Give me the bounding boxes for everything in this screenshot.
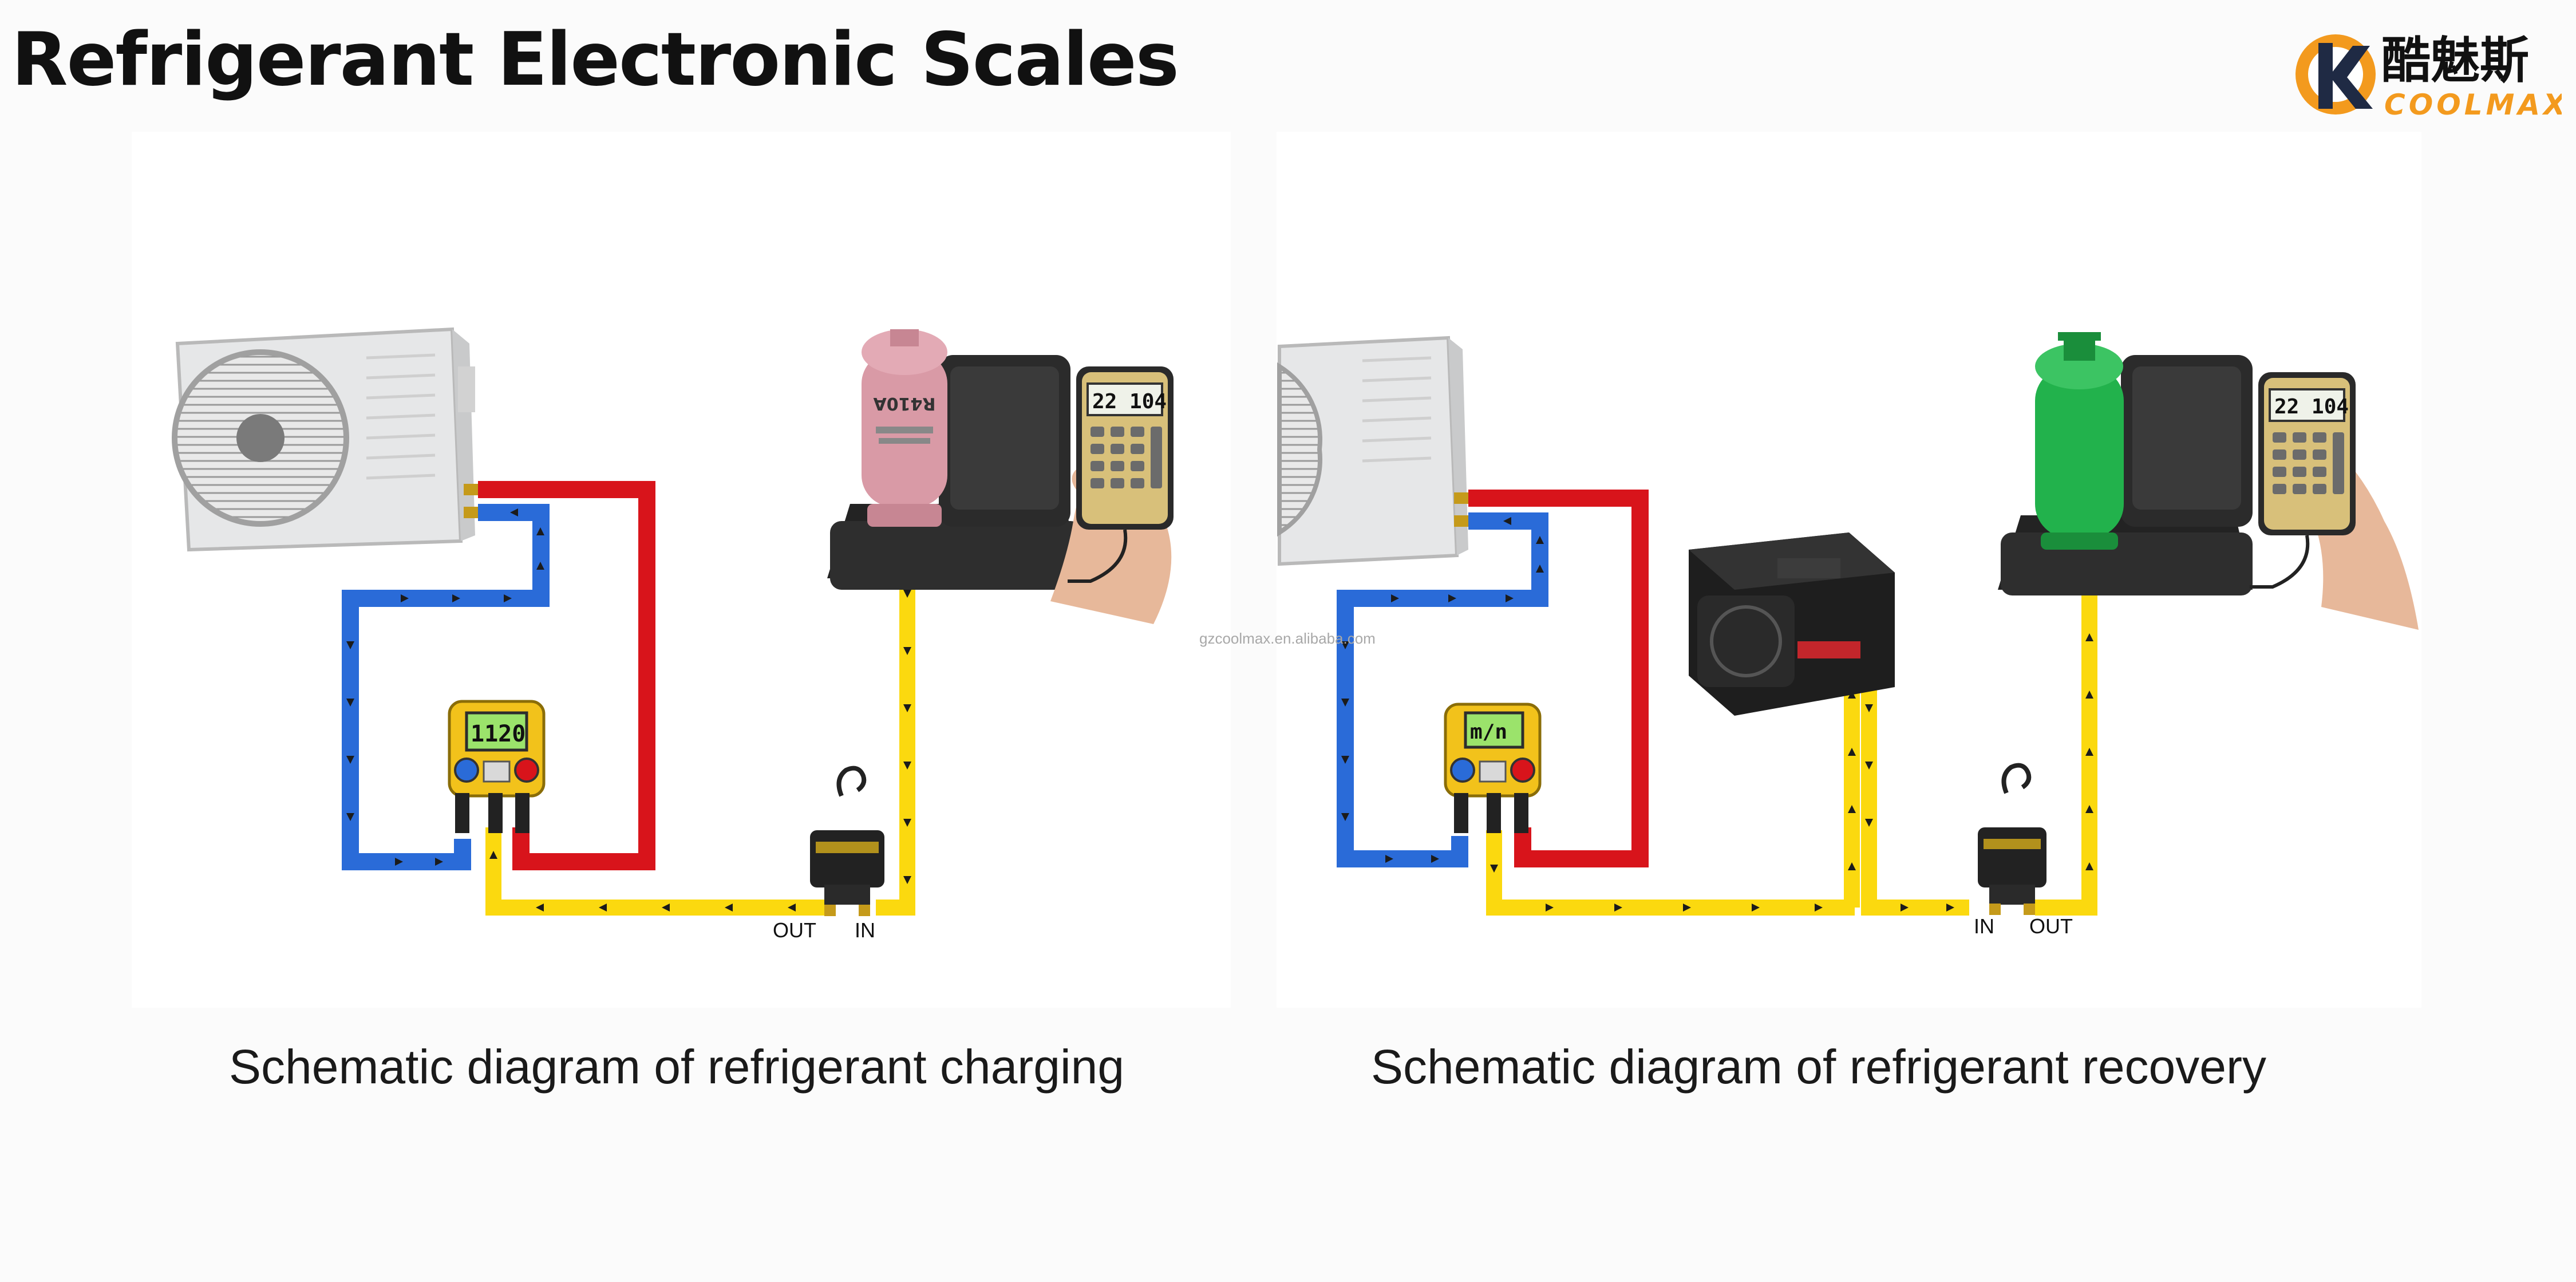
watermark-text: gzcoolmax.en.alibaba.com bbox=[1199, 630, 1376, 647]
logo-emblem-icon bbox=[2296, 34, 2376, 115]
left-refrigerant-cylinder: R410A bbox=[862, 329, 947, 527]
left-yellow-hose-cylinder bbox=[876, 512, 915, 916]
left-cylinder-label: R410A bbox=[873, 393, 936, 413]
right-refrigerant-cylinder bbox=[2035, 332, 2124, 550]
svg-text:m/n: m/n bbox=[1470, 720, 1507, 744]
right-scale-controller: 22 104 bbox=[2250, 372, 2356, 589]
logo-english-text: COOLMAX bbox=[2384, 88, 2562, 121]
page-title: Refrigerant Electronic Scales bbox=[11, 17, 1179, 102]
right-yellow-hose-cylinder bbox=[2035, 527, 2097, 916]
right-recovery-diagram: m/n IN OUT bbox=[1277, 332, 2419, 938]
right-yellow-hose-manifold bbox=[1486, 830, 1855, 916]
right-scale-display-value: 22 104 bbox=[2274, 395, 2349, 419]
right-manifold-gauge: m/n bbox=[1444, 703, 1542, 833]
right-port-out-label: OUT bbox=[2029, 914, 2073, 938]
logo-chinese-text: 酷魅斯 bbox=[2381, 32, 2529, 89]
right-port-in-label: IN bbox=[1974, 914, 1994, 938]
left-ac-outdoor-unit bbox=[172, 327, 478, 552]
right-red-hose bbox=[1468, 490, 1649, 867]
left-scale-display-value: 22 104 bbox=[1092, 390, 1167, 413]
left-blue-hose bbox=[342, 504, 550, 870]
left-scale-controller: 22 104 bbox=[1068, 366, 1174, 583]
left-scale-base bbox=[827, 355, 1082, 590]
svg-text:1120: 1120 bbox=[471, 721, 526, 747]
left-diagram-caption: Schematic diagram of refrigerant chargin… bbox=[229, 1040, 1125, 1094]
left-inline-valve bbox=[810, 766, 884, 916]
right-ac-outdoor-unit bbox=[1277, 336, 1468, 566]
coolmax-logo: 酷魅斯 COOLMAX bbox=[2296, 32, 2562, 121]
right-recovery-machine bbox=[1689, 532, 1895, 716]
left-port-in-label: IN bbox=[855, 918, 875, 942]
right-inline-valve bbox=[1978, 763, 2046, 915]
left-port-out-label: OUT bbox=[773, 918, 816, 942]
right-diagram-caption: Schematic diagram of refrigerant recover… bbox=[1371, 1040, 2266, 1094]
left-charging-diagram: 1120 OUT IN bbox=[172, 327, 1174, 942]
right-blue-hose bbox=[1337, 512, 1548, 867]
left-red-hose bbox=[478, 481, 655, 870]
left-manifold-gauge: 1120 bbox=[448, 700, 546, 833]
